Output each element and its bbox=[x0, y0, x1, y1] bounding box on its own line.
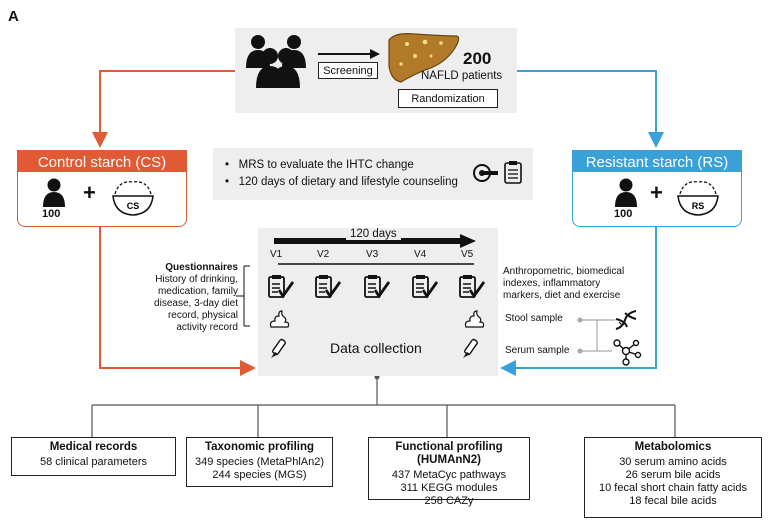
panel-label: A bbox=[8, 8, 19, 25]
randomization-label: Randomization bbox=[398, 89, 498, 108]
liver-icon bbox=[388, 33, 460, 83]
screening-arrow bbox=[318, 49, 380, 59]
patient-count: 200 bbox=[463, 49, 492, 68]
visit-label: V5 bbox=[461, 249, 474, 260]
person-icon bbox=[43, 178, 65, 207]
questionnaires-note: Questionnaires History of drinking, medi… bbox=[138, 262, 238, 334]
rice-bowl-icon: CS bbox=[112, 181, 154, 216]
output-line: 10 fecal short chain fatty acids bbox=[599, 482, 747, 494]
timeline-line bbox=[278, 263, 474, 265]
output-title: Functional profiling (HUMAnN2) bbox=[395, 441, 503, 466]
measures-line: indexes, inflammatory bbox=[503, 278, 601, 289]
rs-group-title: Resistant starch (RS) bbox=[572, 150, 742, 174]
output-line: 18 fecal bile acids bbox=[629, 495, 717, 507]
questionnaires-line: disease, 3-day diet bbox=[154, 298, 238, 309]
measures-line: Anthropometric, biomedical bbox=[503, 266, 625, 277]
patient-label: NAFLD patients bbox=[421, 70, 503, 82]
intervention-item: • MRS to evaluate the IHTC change bbox=[225, 159, 414, 171]
questionnaires-line: activity record bbox=[176, 322, 238, 333]
molecule-icon bbox=[613, 339, 642, 366]
data-collection-label: Data collection bbox=[330, 340, 422, 356]
stool-icon bbox=[464, 310, 485, 328]
clipboard-check-icon bbox=[315, 274, 341, 299]
rs-arrow-bottom bbox=[500, 227, 657, 376]
cs-bowl-label: CS bbox=[127, 201, 140, 211]
rs-bowl-label: RS bbox=[692, 201, 705, 211]
output-title: Metabolomics bbox=[634, 441, 712, 453]
clipboard-check-icon bbox=[412, 274, 438, 299]
output-line: 30 serum amino acids bbox=[619, 456, 727, 468]
output-box-taxonomic: Taxonomic profiling 349 species (MetaPhl… bbox=[186, 437, 333, 487]
timeline-duration: 120 days bbox=[346, 228, 401, 240]
serum-sample-label: Serum sample bbox=[505, 345, 570, 356]
person-icon bbox=[615, 178, 637, 207]
blood-tube-icon bbox=[270, 338, 287, 359]
clipboard-icon bbox=[504, 161, 522, 184]
measures-line: markers, diet and exercise bbox=[503, 290, 621, 301]
output-line: 244 species (MGS) bbox=[212, 469, 307, 481]
output-box-functional: Functional profiling (HUMAnN2) 437 MetaC… bbox=[368, 437, 530, 507]
cs-arrow-bottom bbox=[99, 227, 256, 376]
output-box-metabolomics: Metabolomics 30 serum amino acids 26 ser… bbox=[584, 437, 762, 518]
output-title: Taxonomic profiling bbox=[204, 441, 315, 453]
output-title: Medical records bbox=[49, 441, 138, 453]
data-collection-panel bbox=[258, 228, 498, 376]
output-line: 26 serum bile acids bbox=[625, 469, 721, 481]
questionnaires-title: Questionnaires bbox=[165, 262, 238, 273]
cs-arrow-top bbox=[92, 70, 235, 148]
visit-label: V3 bbox=[366, 249, 379, 260]
measures-note: Anthropometric, biomedical indexes, infl… bbox=[503, 266, 624, 302]
output-line: 311 KEGG modules bbox=[400, 482, 498, 494]
stool-icon bbox=[269, 310, 290, 328]
rs-count: 100 bbox=[614, 208, 633, 220]
intervention-list: • MRS to evaluate the IHTC change • 120 … bbox=[225, 157, 458, 191]
timeline-arrow bbox=[274, 234, 476, 248]
questionnaires-line: History of drinking, bbox=[155, 274, 238, 285]
blood-tube-icon bbox=[462, 338, 479, 359]
cs-group-title: Control starch (CS) bbox=[17, 150, 187, 174]
questionnaires-line: record, physical bbox=[167, 310, 238, 321]
output-line: 258 CAZy bbox=[424, 495, 474, 507]
intervention-item: • 120 days of dietary and lifestyle coun… bbox=[225, 176, 458, 188]
clipboard-check-icon bbox=[459, 274, 485, 299]
clipboard-check-icon bbox=[364, 274, 390, 299]
visit-label: V4 bbox=[414, 249, 427, 260]
output-box-medical-records: Medical records 58 clinical parameters bbox=[11, 437, 176, 476]
plus-sign: + bbox=[83, 180, 96, 205]
output-line: 349 species (MetaPhlAn2) bbox=[194, 456, 324, 468]
visit-label: V1 bbox=[270, 249, 283, 260]
stool-sample-label: Stool sample bbox=[505, 313, 563, 324]
cs-count: 100 bbox=[42, 208, 61, 220]
dna-icon bbox=[615, 310, 637, 330]
mri-scanner-icon bbox=[473, 164, 498, 182]
visit-label: V2 bbox=[317, 249, 330, 260]
plus-sign: + bbox=[650, 180, 663, 205]
questionnaires-line: medication, family bbox=[157, 286, 238, 297]
rs-arrow-top bbox=[517, 70, 664, 148]
output-line: 58 clinical parameters bbox=[40, 456, 147, 468]
rice-bowl-icon: RS bbox=[677, 181, 719, 216]
clipboard-check-icon bbox=[268, 274, 294, 299]
group-people-icon bbox=[246, 35, 306, 88]
output-line: 437 MetaCyc pathways bbox=[391, 469, 507, 481]
screening-label: Screening bbox=[318, 62, 378, 79]
